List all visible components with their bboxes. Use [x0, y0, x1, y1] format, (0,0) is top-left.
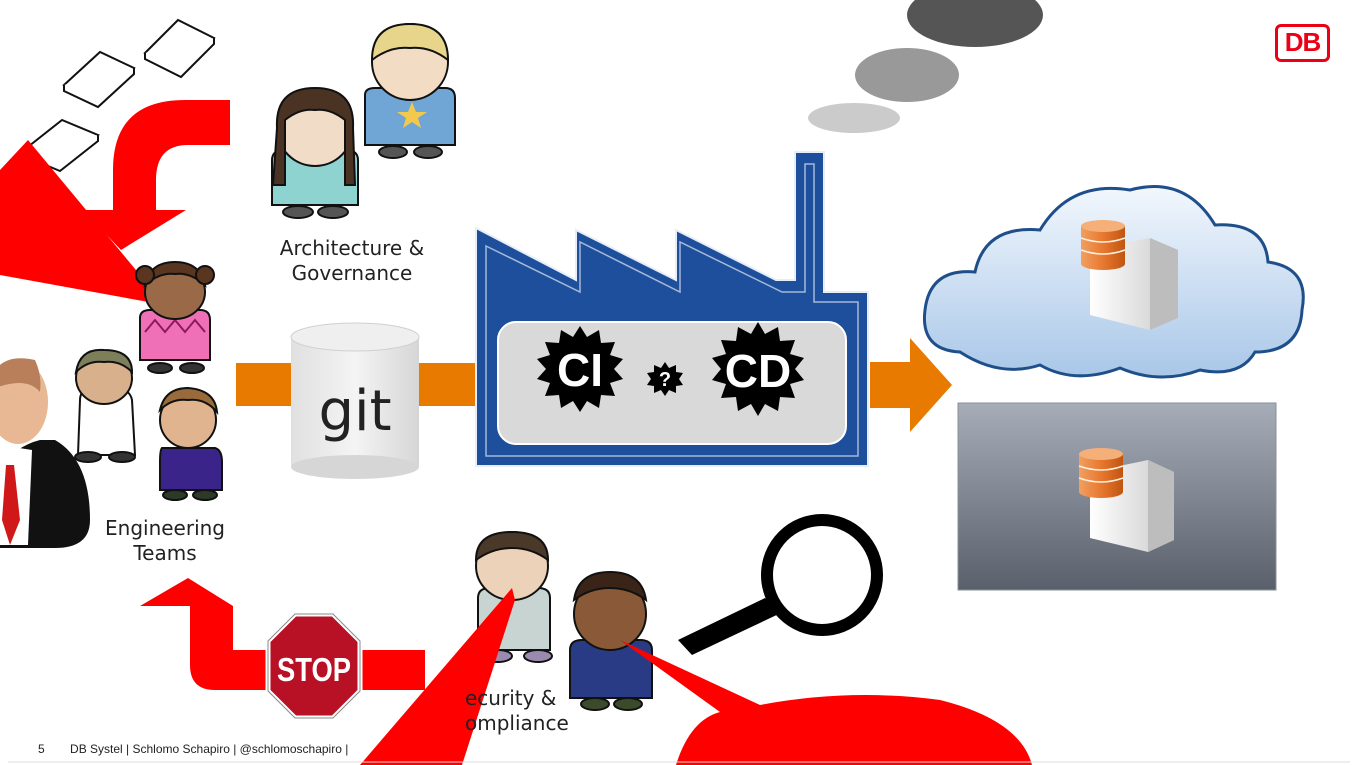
red-arrow-down — [83, 100, 230, 250]
engineering-label-line2: Teams — [133, 541, 197, 565]
stop-sign-icon: STOP — [265, 611, 363, 721]
magnifier-icon — [678, 514, 883, 655]
datacenter-server-icon — [1078, 448, 1174, 552]
page-number: 5 — [38, 742, 45, 756]
factory-icon — [475, 151, 869, 467]
git-label: git — [318, 379, 391, 444]
cd-badge: CD — [712, 322, 804, 416]
ci-badge: CI — [537, 326, 623, 412]
architecture-governance-label: Architecture & Governance — [262, 236, 442, 286]
engineering-label-line1: Engineering — [105, 516, 225, 540]
ci-label: CI — [557, 344, 603, 396]
engineering-team-figures — [74, 260, 223, 501]
manager-figure — [0, 358, 90, 548]
architecture-label-line1: Architecture & — [279, 236, 425, 260]
architecture-governance-figures — [271, 22, 456, 219]
architecture-label-line2: Governance — [291, 261, 413, 285]
cd-label: CD — [725, 345, 791, 397]
engineering-teams-label: Engineering Teams — [90, 516, 240, 566]
footer: 5 DB Systel | Schlomo Schapiro | @schlom… — [38, 742, 370, 756]
red-callout-wedge-bottom-left — [360, 588, 515, 765]
red-callout-wedge-left — [0, 140, 165, 305]
security-label-line2: ompliance — [465, 711, 569, 735]
security-compliance-label: ecurity & ompliance — [465, 686, 585, 736]
footer-text: DB Systel | Schlomo Schapiro | @schlomos… — [70, 742, 349, 756]
red-callout-bubble-bottom-right — [620, 640, 1032, 765]
question-label: ? — [659, 369, 671, 391]
smoke-bubbles — [808, 0, 1043, 133]
stop-label: STOP — [277, 651, 351, 688]
git-repository-icon: git — [290, 322, 420, 479]
security-label-line1: ecurity & — [465, 686, 557, 710]
db-logo: DB — [1275, 24, 1330, 62]
cloud-server-icon — [1080, 220, 1178, 330]
orange-flow-arrows — [236, 338, 952, 432]
question-badge: ? — [647, 362, 683, 396]
